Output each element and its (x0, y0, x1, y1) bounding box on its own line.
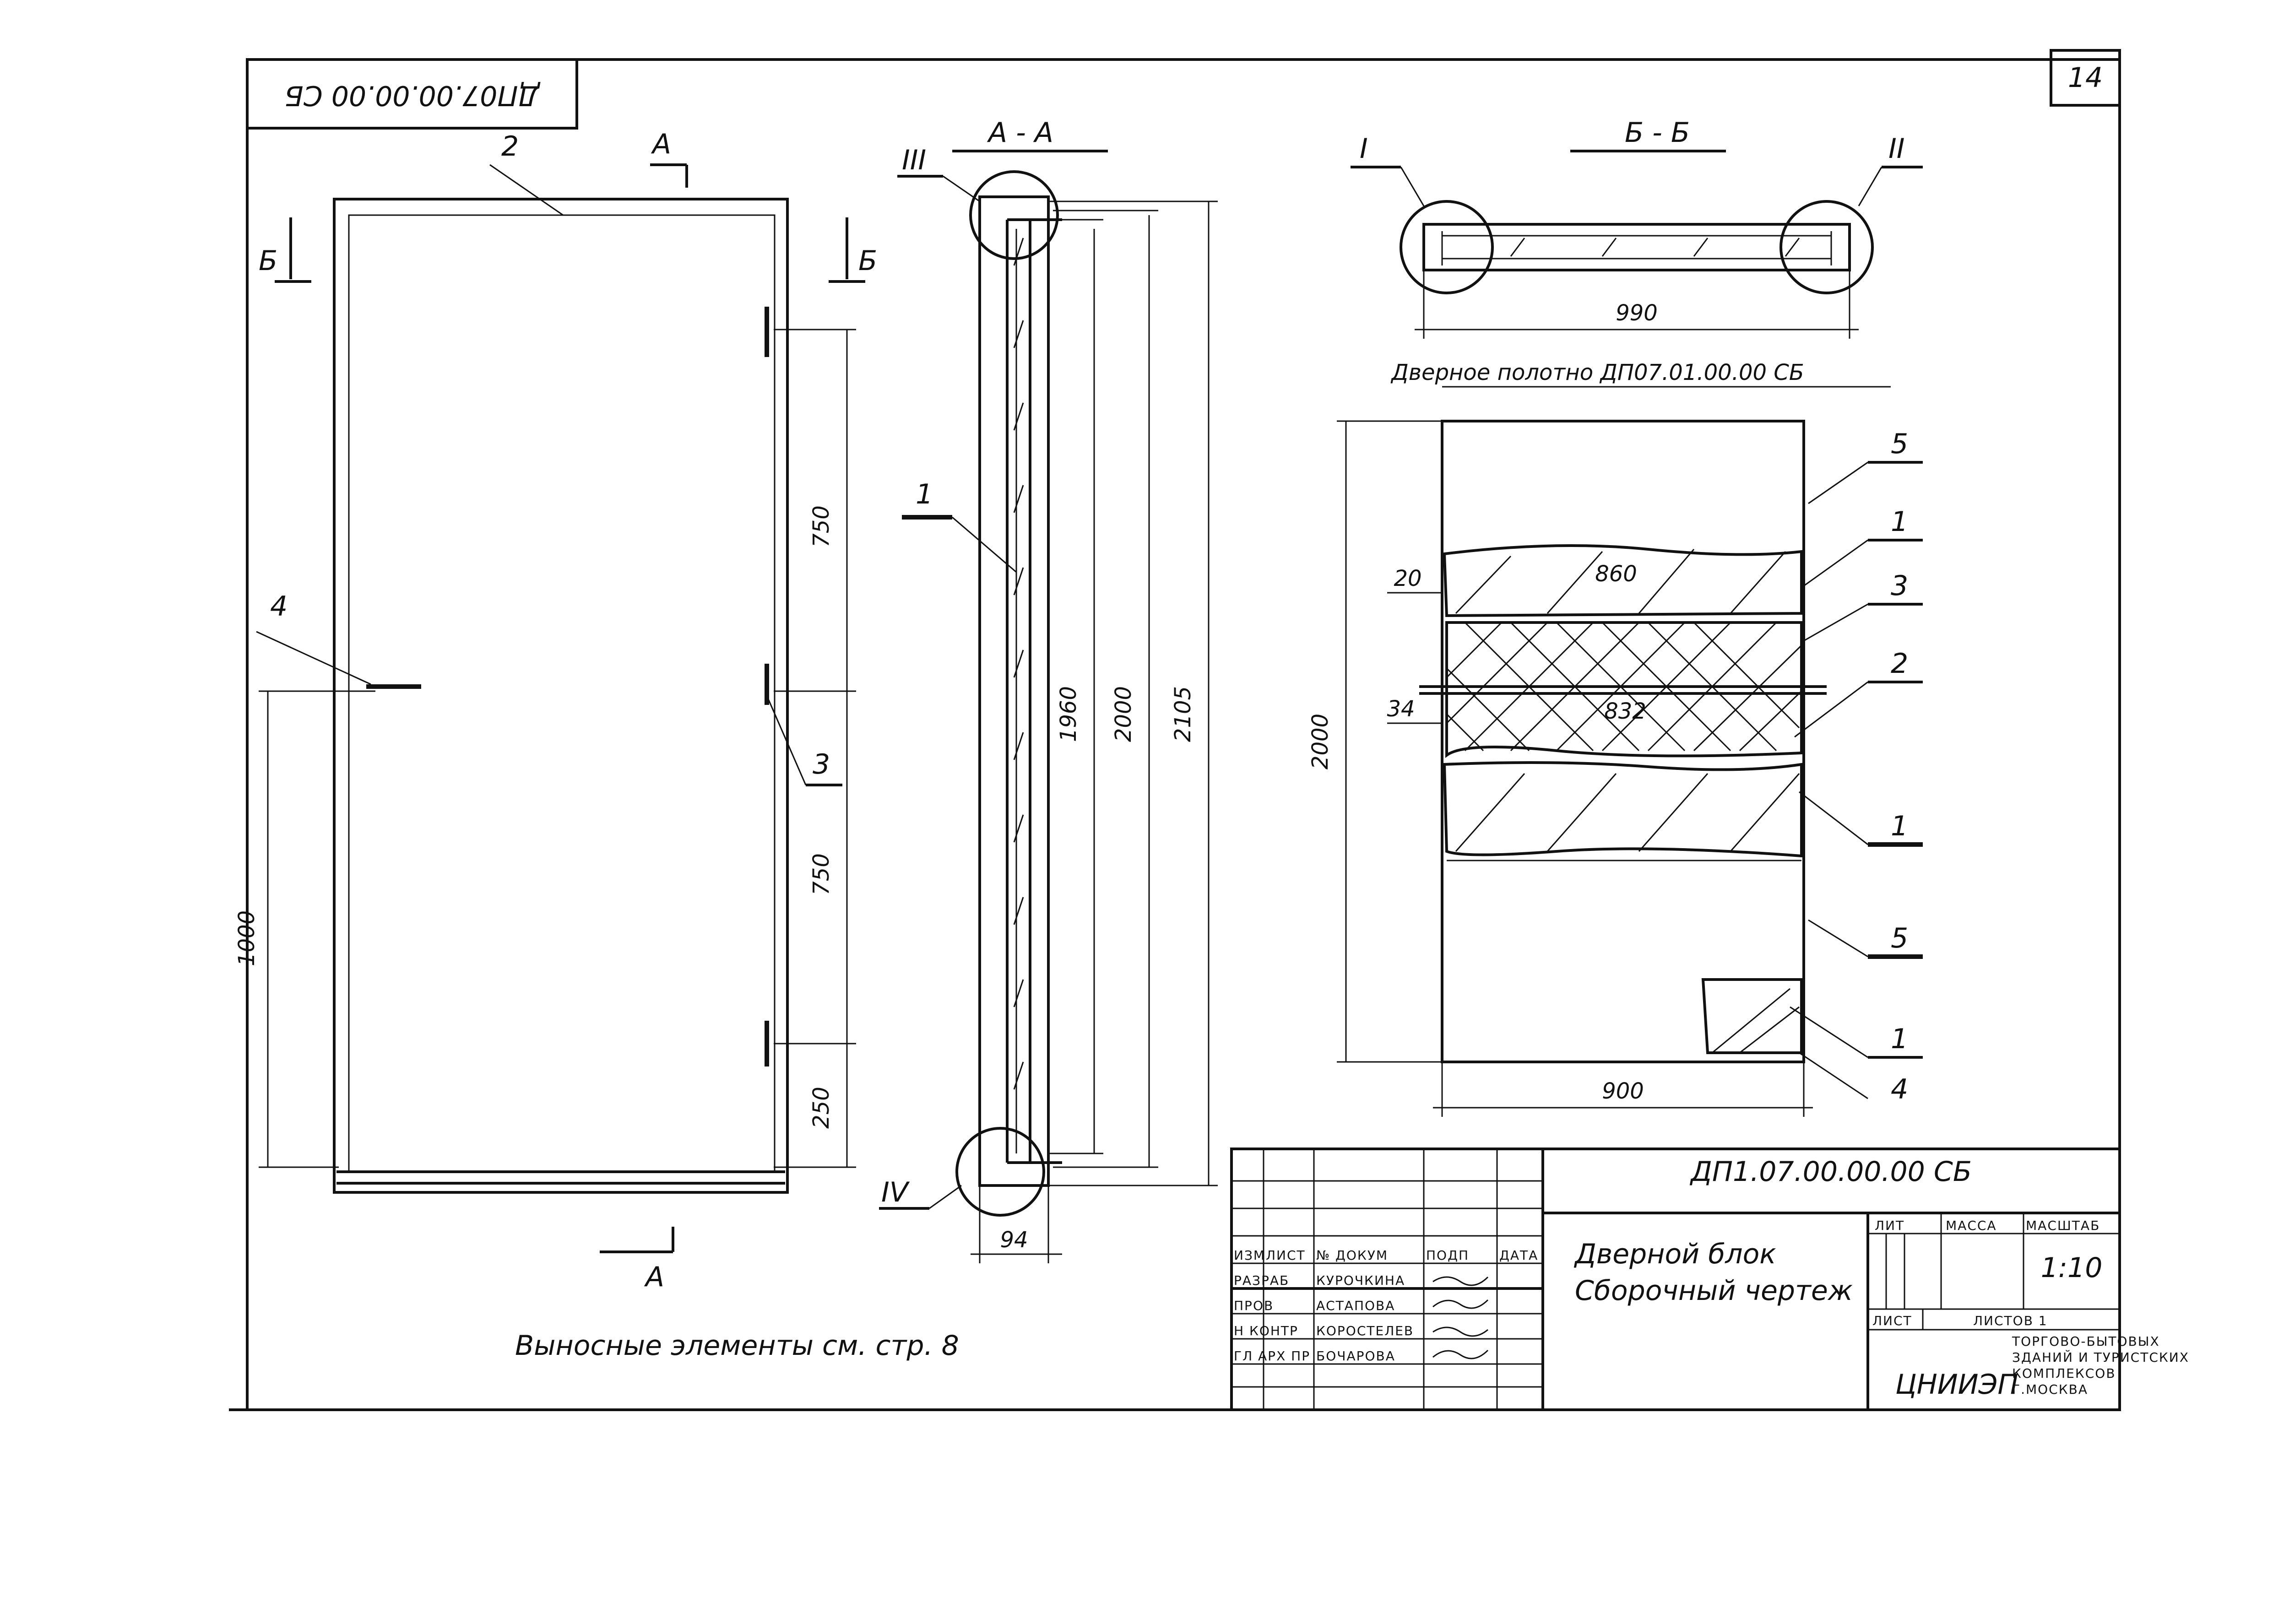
aa-outer (978, 195, 1050, 1187)
leaf-layer-bottom (1443, 761, 1803, 858)
note-text: Выносные элементы см. стр. 8 (515, 1330, 959, 1362)
door-leaf-view: Дверное полотно ДП07.01.00.00 СБ (1307, 360, 1923, 1117)
signature-4 (1432, 1349, 1489, 1359)
door-frame-outer (333, 198, 789, 1194)
pos-frame: 2 (501, 130, 519, 162)
dim-990: 990 (1616, 300, 1658, 326)
tb-scale-value: 1:10 (2041, 1252, 2103, 1284)
pos-leaf: 1 (916, 478, 933, 510)
leaf-dim-20: 20 (1394, 566, 1421, 591)
callout-i-circle (1400, 200, 1494, 294)
tb-name-a: КУРОЧКИНА (1316, 1273, 1405, 1288)
tb-hdr-list: ЛИСТ (1266, 1248, 1306, 1263)
tb-org-2: ЗДАНИЙ И ТУРИСТСКИХ (2012, 1349, 2189, 1365)
dim-250: 250 (808, 1087, 834, 1129)
tb-name-2: Сборочный чертеж (1575, 1275, 1853, 1307)
tb-org-logo: ЦНИИЭП (1895, 1369, 2018, 1401)
leaf-dim-34: 34 (1387, 696, 1415, 722)
leaf-pos-1c: 1 (1891, 1023, 1908, 1055)
sheet-number-box: 14 (2050, 49, 2121, 107)
callout-iii: III (902, 144, 926, 176)
leaf-title: Дверное полотно ДП07.01.00.00 СБ (1390, 360, 1804, 385)
tb-hdr-dokum: № ДОКУМ (1316, 1248, 1388, 1263)
tb-hdr-izm: ИЗМ (1234, 1248, 1265, 1263)
tb-org-3: КОМПЛЕКСОВ (2012, 1366, 2116, 1381)
leaf-pos-1a: 1 (1891, 506, 1908, 538)
leaf-pos-5a: 5 (1891, 428, 1908, 460)
callout-iii-circle (969, 170, 1059, 260)
tb-hdr-podp: ПОДП (1426, 1248, 1469, 1263)
tb-lit: ЛИТ (1875, 1218, 1904, 1233)
leaf-pos-5b: 5 (1891, 922, 1908, 954)
callout-iv-circle (955, 1127, 1045, 1217)
tb-role-2: ПРОВ (1234, 1298, 1274, 1313)
pos-hinge: 3 (813, 748, 830, 780)
tb-hdr-data: ДАТА (1499, 1248, 1538, 1263)
dim-1000: 1000 (234, 910, 260, 966)
tb-sheet: ЛИСТ (1872, 1313, 1912, 1328)
leaf-pos-2: 2 (1891, 648, 1908, 680)
leaf-outline (1441, 420, 1805, 1063)
dim-94: 94 (1000, 1227, 1028, 1253)
tb-org-4: Г.МОСКВА (2012, 1382, 2088, 1397)
leaf-layer-mesh (1445, 621, 1803, 758)
callout-i: I (1360, 133, 1368, 165)
section-aa-title: А - А (987, 117, 1053, 149)
tb-role-3: Н КОНТР (1234, 1323, 1298, 1338)
pos-handle: 4 (270, 590, 288, 623)
tb-name-d: БОЧАРОВА (1316, 1348, 1395, 1364)
tb-scale-label: МАСШТАБ (2026, 1218, 2100, 1233)
cut-b-left: Б (259, 245, 277, 277)
leaf-dim-832: 832 (1604, 698, 1646, 724)
tb-org-1: ТОРГОВО-БЫТОВЫХ (2012, 1334, 2160, 1349)
front-view: 2 4 3 А А Б Б 750 750 250 1000 (234, 128, 877, 1293)
dim-2000: 2000 (1111, 686, 1136, 742)
dim-1960: 1960 (1056, 686, 1081, 742)
tb-role-4: ГЛ АРХ ПР (1234, 1348, 1310, 1364)
bb-outer (1422, 223, 1851, 271)
dim-750-bottom: 750 (808, 853, 834, 895)
tb-name-c: КОРОСТЕЛЕВ (1316, 1323, 1414, 1338)
tb-name-b: АСТАПОВА (1316, 1298, 1395, 1313)
signature-1 (1432, 1276, 1489, 1286)
leaf-dim-2000: 2000 (1307, 714, 1333, 769)
title-block: ДП1.07.00.00.00 СБ Дверной блок Сборочны… (1230, 1148, 2189, 1411)
tb-doc-code: ДП1.07.00.00.00 СБ (1689, 1156, 1972, 1188)
tb-name-1: Дверной блок (1573, 1238, 1776, 1270)
dim-2105: 2105 (1170, 686, 1196, 742)
dim-750-top: 750 (808, 505, 834, 547)
leaf-dim-860: 860 (1595, 561, 1637, 587)
section-b-b: Б - Б I II 990 (1351, 117, 1923, 339)
leaf-pos-4: 4 (1891, 1073, 1908, 1105)
leaf-corner-block (1701, 978, 1803, 1054)
signature-2 (1432, 1299, 1489, 1309)
section-bb-title: Б - Б (1625, 117, 1690, 149)
callout-iv: IV (881, 1176, 910, 1208)
stamp-code: ДП07.00.00.00 СБ (285, 79, 541, 111)
cut-b-right: Б (858, 245, 877, 277)
cut-a-bottom: А (644, 1261, 664, 1293)
tb-role-1: РАЗРАБ (1234, 1273, 1289, 1288)
section-a-a: А - А III IV 1 (879, 117, 1218, 1263)
tb-sheets: ЛИСТОВ 1 (1973, 1313, 2048, 1328)
leaf-dim-900: 900 (1602, 1078, 1644, 1104)
leaf-pos-3: 3 (1891, 570, 1908, 602)
stamp-box: ДП07.00.00.00 СБ (246, 58, 578, 130)
callout-ii: II (1888, 133, 1904, 165)
leaf-pos-1b: 1 (1891, 810, 1908, 842)
cut-a-top: А (651, 128, 671, 160)
tb-mass: МАССА (1946, 1218, 1997, 1233)
leaf-layer-top (1443, 544, 1803, 617)
door-frame-inner (348, 214, 776, 1173)
signature-3 (1432, 1326, 1488, 1337)
callout-ii-circle (1779, 200, 1874, 294)
sheet-number: 14 (2068, 62, 2103, 94)
